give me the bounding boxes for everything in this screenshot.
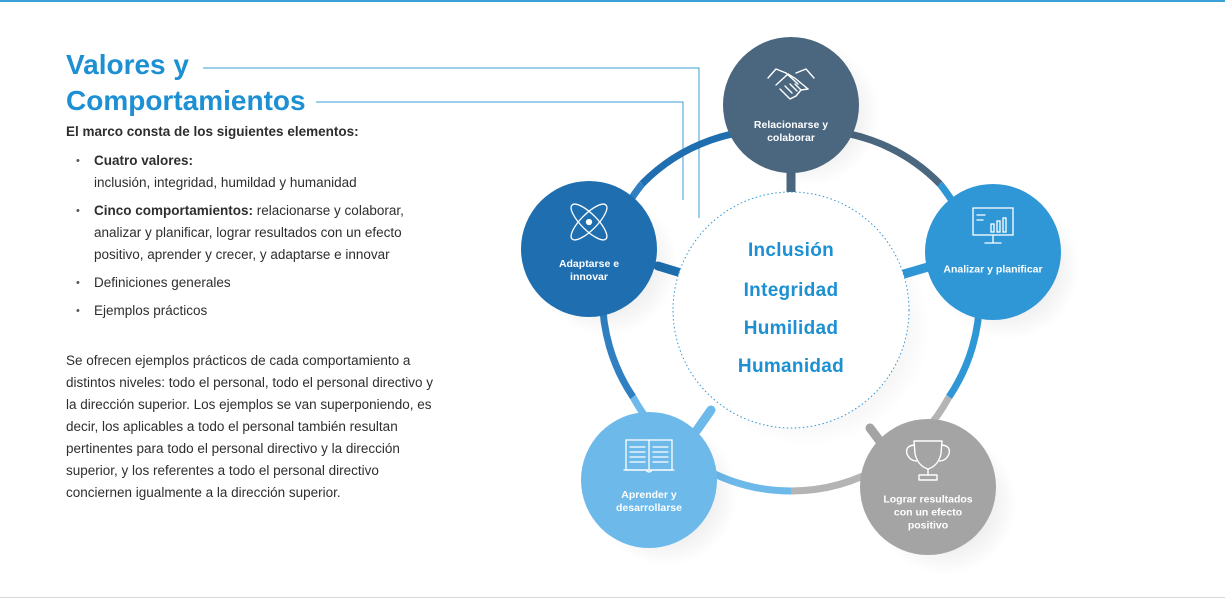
list-item: Ejemplos prácticos [76, 300, 436, 322]
bullet-text: relacionarse y colaborar, analizar y pla… [94, 203, 404, 262]
bullet-text: Definiciones generales [94, 275, 231, 290]
list-item: Cinco comportamientos: relacionarse y co… [76, 200, 436, 266]
bullet-label: Cinco comportamientos: [94, 203, 254, 218]
value-inclusion: Inclusión [747, 240, 835, 261]
atom-icon [570, 203, 608, 241]
title-connector-line [316, 101, 684, 200]
bullet-list: Cuatro valores: inclusión, integridad, hu… [76, 150, 436, 328]
handshake-icon [767, 68, 815, 100]
list-item: Definiciones generales [76, 272, 436, 294]
value-integridad: Integridad [743, 280, 839, 301]
node-label-relacionarse: Relacionarse y colaborar [753, 119, 829, 144]
node-label-lograr: Lograr resultados con un efecto positivo [883, 493, 973, 532]
description-paragraph: Se ofrecen ejemplos prácticos de cada co… [66, 353, 433, 500]
value-humilidad: Humilidad [743, 318, 839, 339]
node-label-adaptarse: Adaptarse e innovar [558, 258, 620, 283]
node-lograr-resultados [860, 419, 996, 555]
values-circle [672, 191, 910, 429]
open-book-icon [623, 439, 675, 473]
bottom-rule [0, 597, 1225, 598]
node-adaptarse-innovar [521, 181, 657, 317]
page-title-line-1: Valores y [66, 49, 189, 80]
node-relacionarse-colaborar [723, 37, 859, 173]
node-connector [692, 405, 716, 435]
bullet-text: Ejemplos prácticos [94, 303, 208, 318]
monitor-chart-icon [972, 207, 1014, 244]
value-humanidad: Humanidad [737, 356, 845, 377]
node-label-analizar: Analizar y planificar [943, 263, 1043, 276]
bullet-label: Cuatro valores: [94, 153, 194, 168]
bullet-text: inclusión, integridad, humildad y humani… [94, 175, 357, 190]
node-label-aprender: Aprender y desarrollarse [616, 489, 682, 514]
page-title-line-2: Comportamientos [66, 85, 306, 116]
node-analizar-planificar [925, 184, 1061, 320]
node-aprender-desarrollarse [581, 412, 717, 548]
title-connector-line [203, 67, 700, 218]
trophy-icon [905, 440, 951, 481]
top-rule [0, 0, 1225, 2]
intro-text: El marco consta de los siguientes elemen… [66, 124, 359, 139]
list-item: Cuatro valores: inclusión, integridad, hu… [76, 150, 436, 194]
